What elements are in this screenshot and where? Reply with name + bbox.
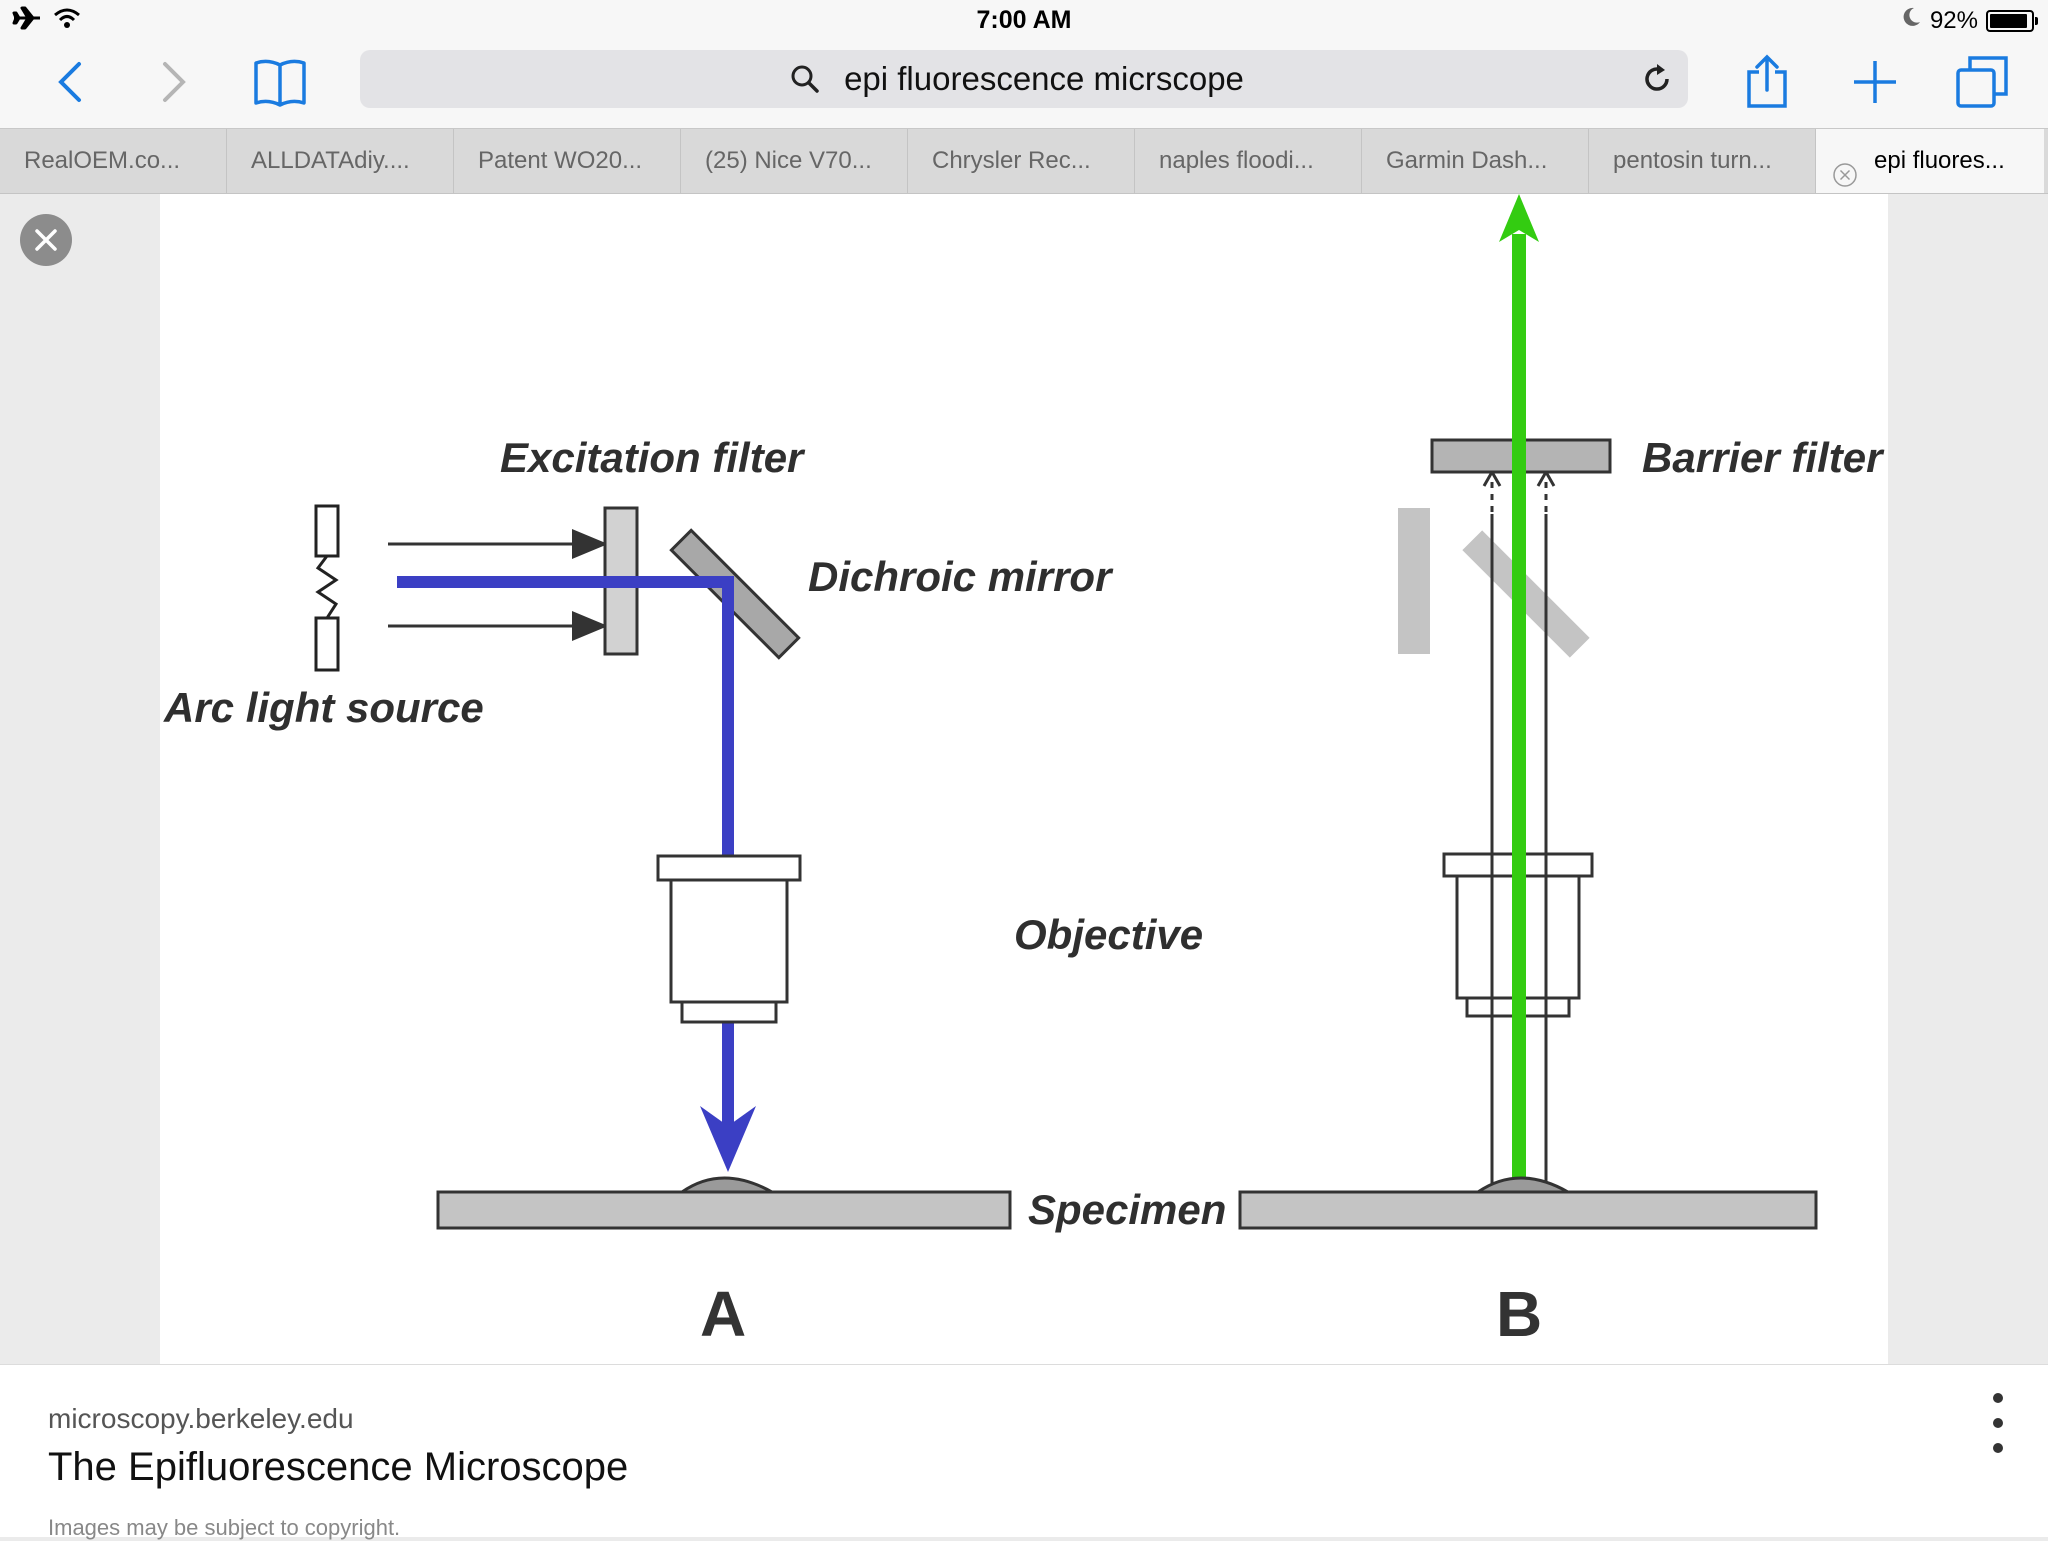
excitation-arrowhead bbox=[700, 1106, 756, 1172]
specimen-sample-a bbox=[677, 1176, 778, 1194]
tab-item[interactable]: (25) Nice V70... bbox=[681, 129, 908, 193]
wifi-icon bbox=[52, 6, 82, 35]
tabs-icon bbox=[1956, 56, 2008, 108]
search-query: epi fluorescence micrscope bbox=[844, 60, 1244, 97]
tab-label: RealOEM.co... bbox=[24, 147, 181, 174]
search-icon bbox=[790, 64, 820, 99]
label-dichroic-mirror: Dichroic mirror bbox=[808, 553, 1114, 600]
tab-label: ALLDATAdiy.... bbox=[251, 147, 410, 174]
status-time: 7:00 AM bbox=[976, 6, 1072, 34]
image-title[interactable]: The Epifluorescence Microscope bbox=[48, 1445, 629, 1489]
arc-lamp bbox=[314, 504, 340, 672]
image-preview[interactable]: Excitation filter Dichroic mirror Arc li… bbox=[160, 194, 1888, 1364]
plus-icon bbox=[1854, 61, 1896, 103]
epifluorescence-diagram: Excitation filter Dichroic mirror Arc li… bbox=[163, 194, 1885, 1350]
tab-item[interactable]: ALLDATAdiy.... bbox=[227, 129, 454, 193]
label-panel-b: B bbox=[1496, 1278, 1542, 1350]
image-caption-panel: microscopy.berkeley.edu The Epifluoresce… bbox=[0, 1364, 2048, 1540]
back-button[interactable] bbox=[38, 50, 102, 114]
tab-item-active[interactable]: epi fluores... bbox=[1816, 129, 2044, 193]
forward-button[interactable] bbox=[142, 50, 206, 114]
tab-item[interactable]: Garmin Dash... bbox=[1362, 129, 1589, 193]
status-bar: 7:00 AM 92% bbox=[0, 0, 2048, 40]
new-tab-button[interactable] bbox=[1843, 50, 1907, 114]
tab-label: epi fluores... bbox=[1874, 147, 2005, 174]
source-domain[interactable]: microscopy.berkeley.edu bbox=[48, 1403, 354, 1434]
close-viewer-button[interactable] bbox=[20, 214, 72, 266]
excitation-filter-b bbox=[1398, 508, 1430, 654]
label-panel-a: A bbox=[700, 1278, 746, 1350]
tab-item[interactable]: pentosin turn... bbox=[1589, 129, 1816, 193]
bookmarks-button[interactable] bbox=[248, 50, 312, 114]
address-bar[interactable]: epi fluorescence micrscope bbox=[360, 50, 1688, 108]
browser-toolbar: epi fluorescence micrscope bbox=[0, 40, 2048, 128]
copyright-note: Images may be subject to copyright. bbox=[48, 1515, 401, 1540]
chevron-right-icon bbox=[163, 62, 186, 102]
tab-bar: RealOEM.co... ALLDATAdiy.... Patent WO20… bbox=[0, 128, 2048, 194]
battery-icon bbox=[1986, 9, 2038, 32]
label-excitation-filter: Excitation filter bbox=[500, 434, 806, 481]
more-options-icon[interactable] bbox=[1986, 1393, 2010, 1453]
close-icon bbox=[35, 229, 57, 251]
slide-b bbox=[1238, 1190, 1818, 1230]
label-arc-light-source: Arc light source bbox=[163, 684, 484, 731]
label-specimen: Specimen bbox=[1028, 1186, 1226, 1233]
tab-item[interactable]: Patent WO20... bbox=[454, 129, 681, 193]
label-objective: Objective bbox=[1014, 911, 1203, 958]
tab-label: pentosin turn... bbox=[1613, 147, 1772, 174]
specimen-sample-b bbox=[1473, 1176, 1574, 1194]
label-barrier-filter: Barrier filter bbox=[1642, 434, 1885, 481]
objective-a bbox=[656, 854, 802, 1024]
share-button[interactable] bbox=[1735, 50, 1799, 114]
tab-item[interactable]: Chrysler Rec... bbox=[908, 129, 1135, 193]
tab-label: naples floodi... bbox=[1159, 147, 1314, 174]
tab-label: Garmin Dash... bbox=[1386, 147, 1548, 174]
tab-label: Chrysler Rec... bbox=[932, 147, 1091, 174]
book-icon bbox=[254, 59, 306, 107]
tabs-overview-button[interactable] bbox=[1950, 50, 2014, 114]
tab-item[interactable]: RealOEM.co... bbox=[0, 129, 227, 193]
slide-a bbox=[436, 1190, 1012, 1230]
share-icon bbox=[1747, 54, 1787, 108]
tab-item[interactable]: naples floodi... bbox=[1135, 129, 1362, 193]
battery-percent: 92% bbox=[1929, 6, 1978, 34]
emission-arrowhead bbox=[1499, 194, 1539, 242]
moon-icon bbox=[1900, 6, 1922, 35]
chevron-left-icon bbox=[58, 62, 81, 102]
airplane-icon bbox=[12, 6, 42, 35]
dichroic-mirror-a bbox=[669, 528, 801, 660]
tab-label: Patent WO20... bbox=[478, 147, 643, 174]
reload-icon[interactable] bbox=[1640, 62, 1674, 101]
tab-label: (25) Nice V70... bbox=[705, 147, 872, 174]
close-tab-icon[interactable] bbox=[1832, 149, 1858, 193]
